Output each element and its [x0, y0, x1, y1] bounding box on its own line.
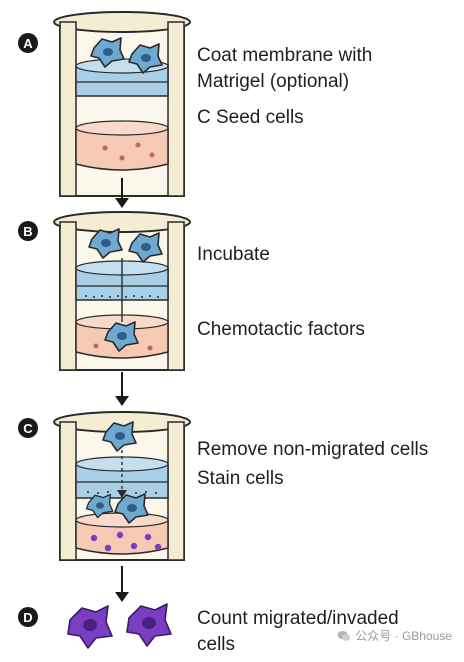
stained-cell-right [126, 603, 172, 647]
arrow-a-to-b [115, 178, 129, 208]
step-a-line-1: Coat membrane with [197, 45, 373, 66]
watermark: 公众号 · GBhouse [337, 627, 452, 644]
badge-c: C [18, 418, 38, 438]
step-a-line-2: Matrigel (optional) [197, 71, 350, 92]
step-c-line-2: Stain cells [197, 468, 284, 489]
step-b-line-1: Incubate [197, 244, 270, 265]
step-d-line-1: Count migrated/invaded [197, 608, 399, 629]
step-b-line-2: Chemotactic factors [197, 319, 365, 340]
stained-cell-left [67, 605, 113, 649]
badge-b: B [18, 221, 38, 241]
step-a-line-3: C Seed cells [197, 107, 304, 128]
panel-a [53, 11, 191, 197]
panel-c [53, 411, 191, 561]
svg-text:C: C [23, 421, 33, 436]
svg-text:B: B [23, 224, 32, 239]
panel-b [53, 211, 191, 371]
svg-text:D: D [23, 610, 32, 625]
badge-a: A [18, 33, 38, 53]
step-d-line-2: cells [197, 634, 236, 655]
wechat-icon [337, 630, 351, 641]
panel-d [67, 603, 172, 649]
arrow-c-to-d [115, 566, 129, 602]
watermark-text: 公众号 · GBhouse [355, 629, 452, 643]
step-c-line-1: Remove non-migrated cells [197, 439, 429, 460]
svg-text:A: A [23, 36, 33, 51]
arrow-b-to-c [115, 372, 129, 406]
badge-d: D [18, 607, 38, 627]
